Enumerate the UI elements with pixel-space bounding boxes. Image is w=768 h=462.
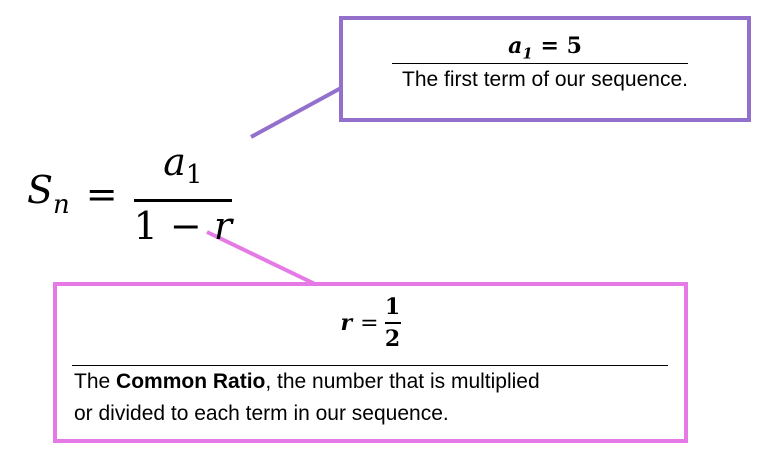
sum-formula: Sn = a1 1 − r	[27, 140, 232, 248]
formula-fraction: a1 1 − r	[134, 140, 232, 248]
ratio-description: The Common Ratio, the number that is mul…	[74, 370, 540, 425]
callout-common-ratio: r = 1 2 The Common Ratio, the number tha…	[53, 282, 688, 443]
formula-numerator: a1	[163, 140, 203, 190]
divider-rule	[392, 63, 688, 64]
fraction-bar	[133, 199, 232, 202]
formula-equals: =	[85, 172, 118, 216]
ratio-equation: r = 1 2	[340, 294, 401, 352]
divider-rule	[72, 365, 668, 366]
first-term-equation: a1 = 5	[508, 33, 582, 63]
formula-denominator: 1 − r	[133, 204, 233, 248]
first-term-description: The first term of our sequence.	[402, 68, 688, 91]
ratio-fraction: 1 2	[384, 294, 401, 352]
formula-lhs: Sn	[27, 168, 70, 220]
callout-first-term: a1 = 5 The first term of our sequence.	[339, 16, 751, 122]
connector-first-term	[250, 86, 342, 139]
